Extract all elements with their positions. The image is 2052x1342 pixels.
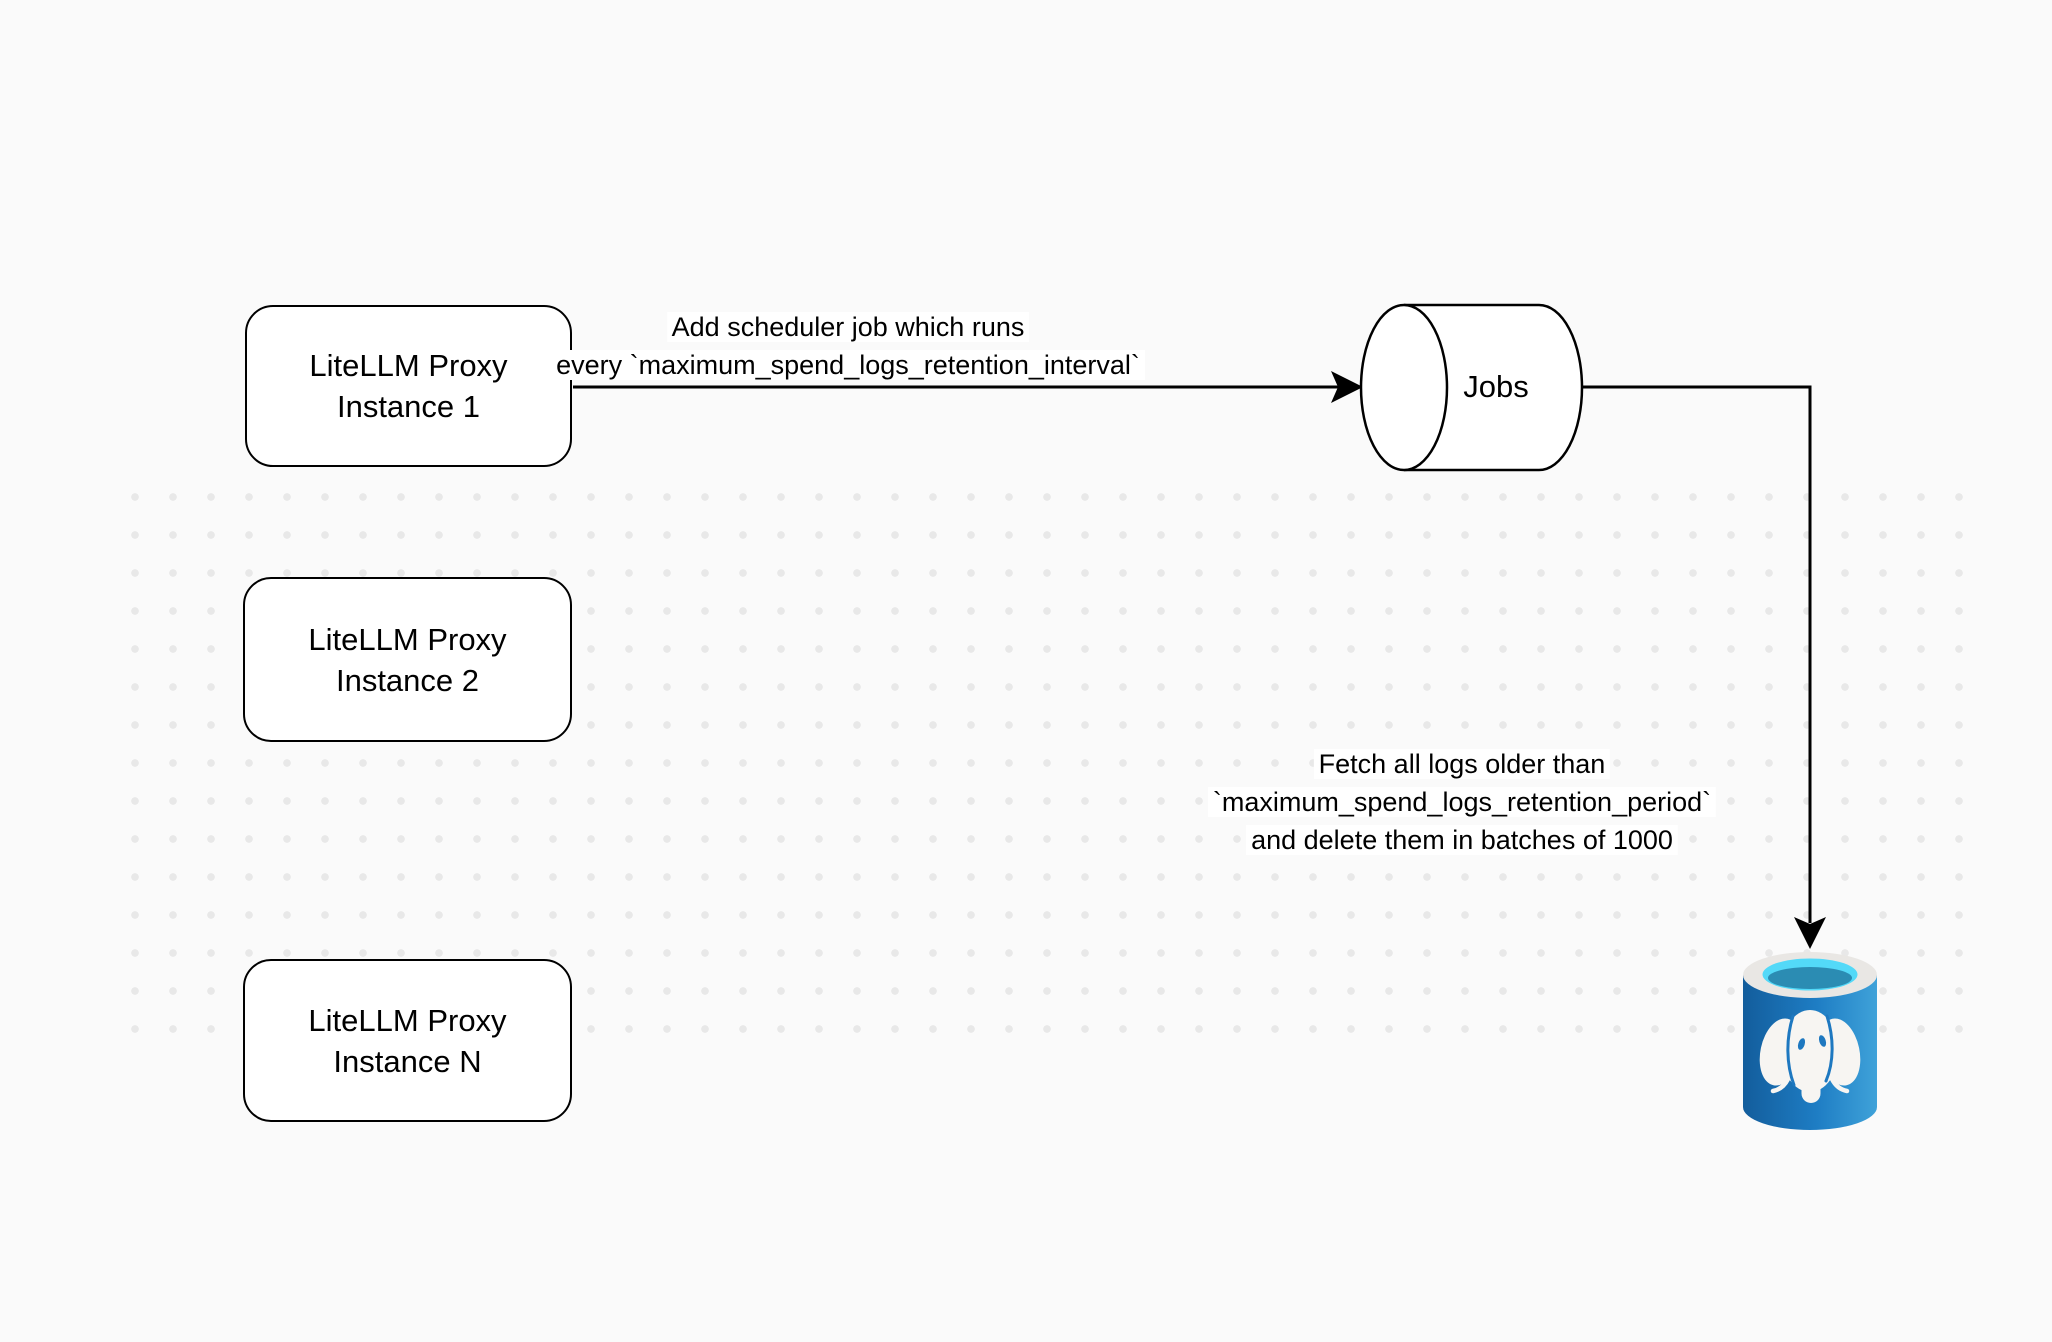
node-label-line1: LiteLLM Proxy: [309, 348, 508, 383]
node-label: LiteLLM Proxy Instance N: [308, 1000, 506, 1082]
node-label-line2: Instance 1: [336, 389, 481, 424]
node-litellm-proxy-instance-1: LiteLLM Proxy Instance 1: [245, 305, 572, 467]
node-litellm-proxy-instance-n: LiteLLM Proxy Instance N: [243, 959, 572, 1122]
node-label-line2: Instance N: [333, 1043, 482, 1079]
annotation-line: and delete them in batches of 1000: [1246, 825, 1678, 855]
annotation-line: Fetch all logs older than: [1313, 749, 1611, 779]
postgresql-database-icon: [1743, 952, 1877, 1130]
arrow-jobs-to-postgres: [1583, 385, 1826, 949]
jobs-node-label: Jobs: [1463, 369, 1529, 404]
arrow-proxy1-to-jobs: [573, 371, 1363, 403]
node-label-line2: Instance 2: [335, 662, 480, 698]
node-litellm-proxy-instance-2: LiteLLM Proxy Instance 2: [243, 577, 572, 742]
annotation-line: `maximum_spend_logs_retention_period`: [1207, 787, 1717, 817]
node-label: LiteLLM Proxy Instance 2: [308, 619, 506, 701]
node-label: LiteLLM Proxy Instance 1: [309, 345, 507, 427]
annotation-line: every `maximum_spend_logs_retention_inte…: [551, 350, 1145, 380]
node-label-line1: LiteLLM Proxy: [308, 621, 507, 657]
node-label-line1: LiteLLM Proxy: [308, 1002, 507, 1038]
annotation-scheduler-job: Add scheduler job which runs every `maxi…: [551, 308, 1145, 384]
annotation-line: Add scheduler job which runs: [666, 312, 1030, 342]
annotation-fetch-delete-logs: Fetch all logs older than `maximum_spend…: [1207, 745, 1717, 859]
node-jobs-queue: [1359, 303, 1584, 472]
